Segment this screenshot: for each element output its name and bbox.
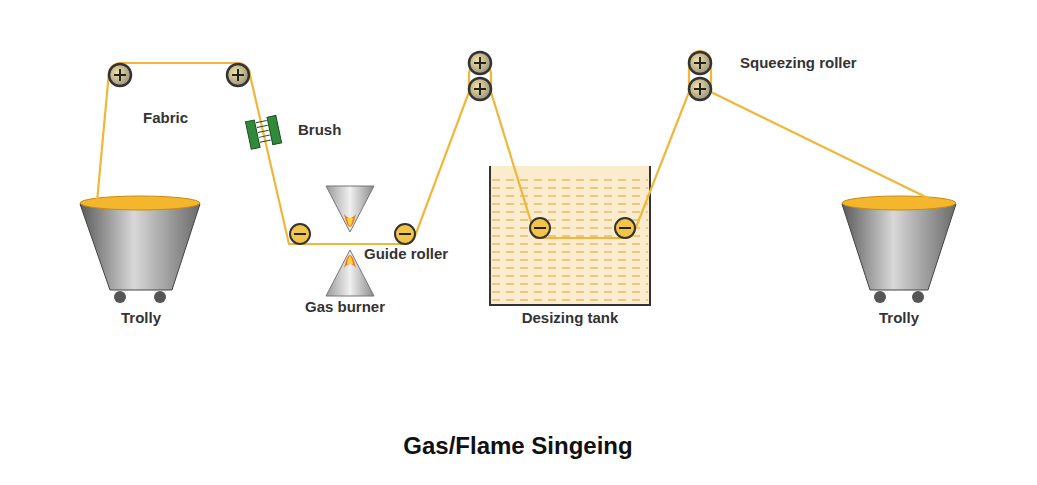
- trolley-body: [80, 204, 200, 290]
- part-label: Squeezing roller: [740, 54, 857, 71]
- guide-roller: [395, 224, 415, 244]
- part-label: Guide roller: [364, 245, 448, 262]
- nip-roller: [469, 52, 491, 74]
- liquid-texture: [492, 178, 648, 302]
- fabric-pile: [842, 196, 956, 210]
- guide-roller: [530, 218, 550, 238]
- squeezing-roller: [689, 52, 711, 74]
- flame: [347, 218, 353, 226]
- flame: [344, 255, 356, 268]
- nip-roller: [469, 78, 491, 100]
- flame: [344, 214, 356, 227]
- trolley-body: [842, 204, 956, 290]
- squeezing-roller: [689, 78, 711, 100]
- part-label: Brush: [298, 121, 341, 138]
- part-label: Trolly: [879, 309, 919, 326]
- gas-burner: [326, 186, 374, 232]
- top-roller: [227, 64, 249, 86]
- fabric-path: [97, 51, 936, 244]
- guide-roller: [615, 218, 635, 238]
- part-label: Desizing tank: [522, 309, 619, 326]
- caption: Gas/Flame Singeing: [403, 432, 632, 460]
- trolley-wheel: [154, 291, 166, 303]
- tank-wall: [490, 166, 650, 305]
- guide-roller: [290, 224, 310, 244]
- part-label: Fabric: [143, 109, 188, 126]
- part-label: Gas burner: [305, 298, 385, 315]
- trolley-wheel: [874, 291, 886, 303]
- tank-liquid: [490, 166, 650, 305]
- trolley-wheel: [912, 291, 924, 303]
- part-label: Trolly: [121, 309, 161, 326]
- flame: [347, 256, 353, 264]
- top-roller: [109, 64, 131, 86]
- brush: [245, 115, 281, 149]
- trolley-wheel: [114, 291, 126, 303]
